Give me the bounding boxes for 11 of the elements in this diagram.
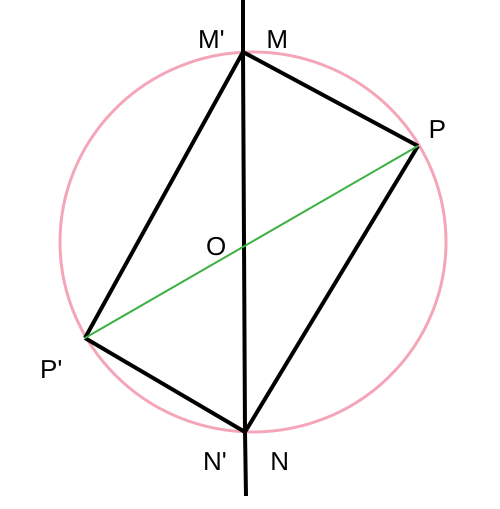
point-label: M': [198, 26, 225, 52]
segment-line: [241, 52, 247, 432]
segment-line: [84, 336, 246, 434]
point-label: P': [40, 356, 62, 382]
point-label: N': [203, 448, 227, 474]
segment-line: [242, 50, 419, 148]
diameter-line: [84, 145, 418, 339]
point-label: O: [206, 233, 226, 259]
point-label: M: [266, 26, 288, 52]
point-label: N: [270, 448, 289, 474]
point-label: P: [428, 116, 446, 142]
